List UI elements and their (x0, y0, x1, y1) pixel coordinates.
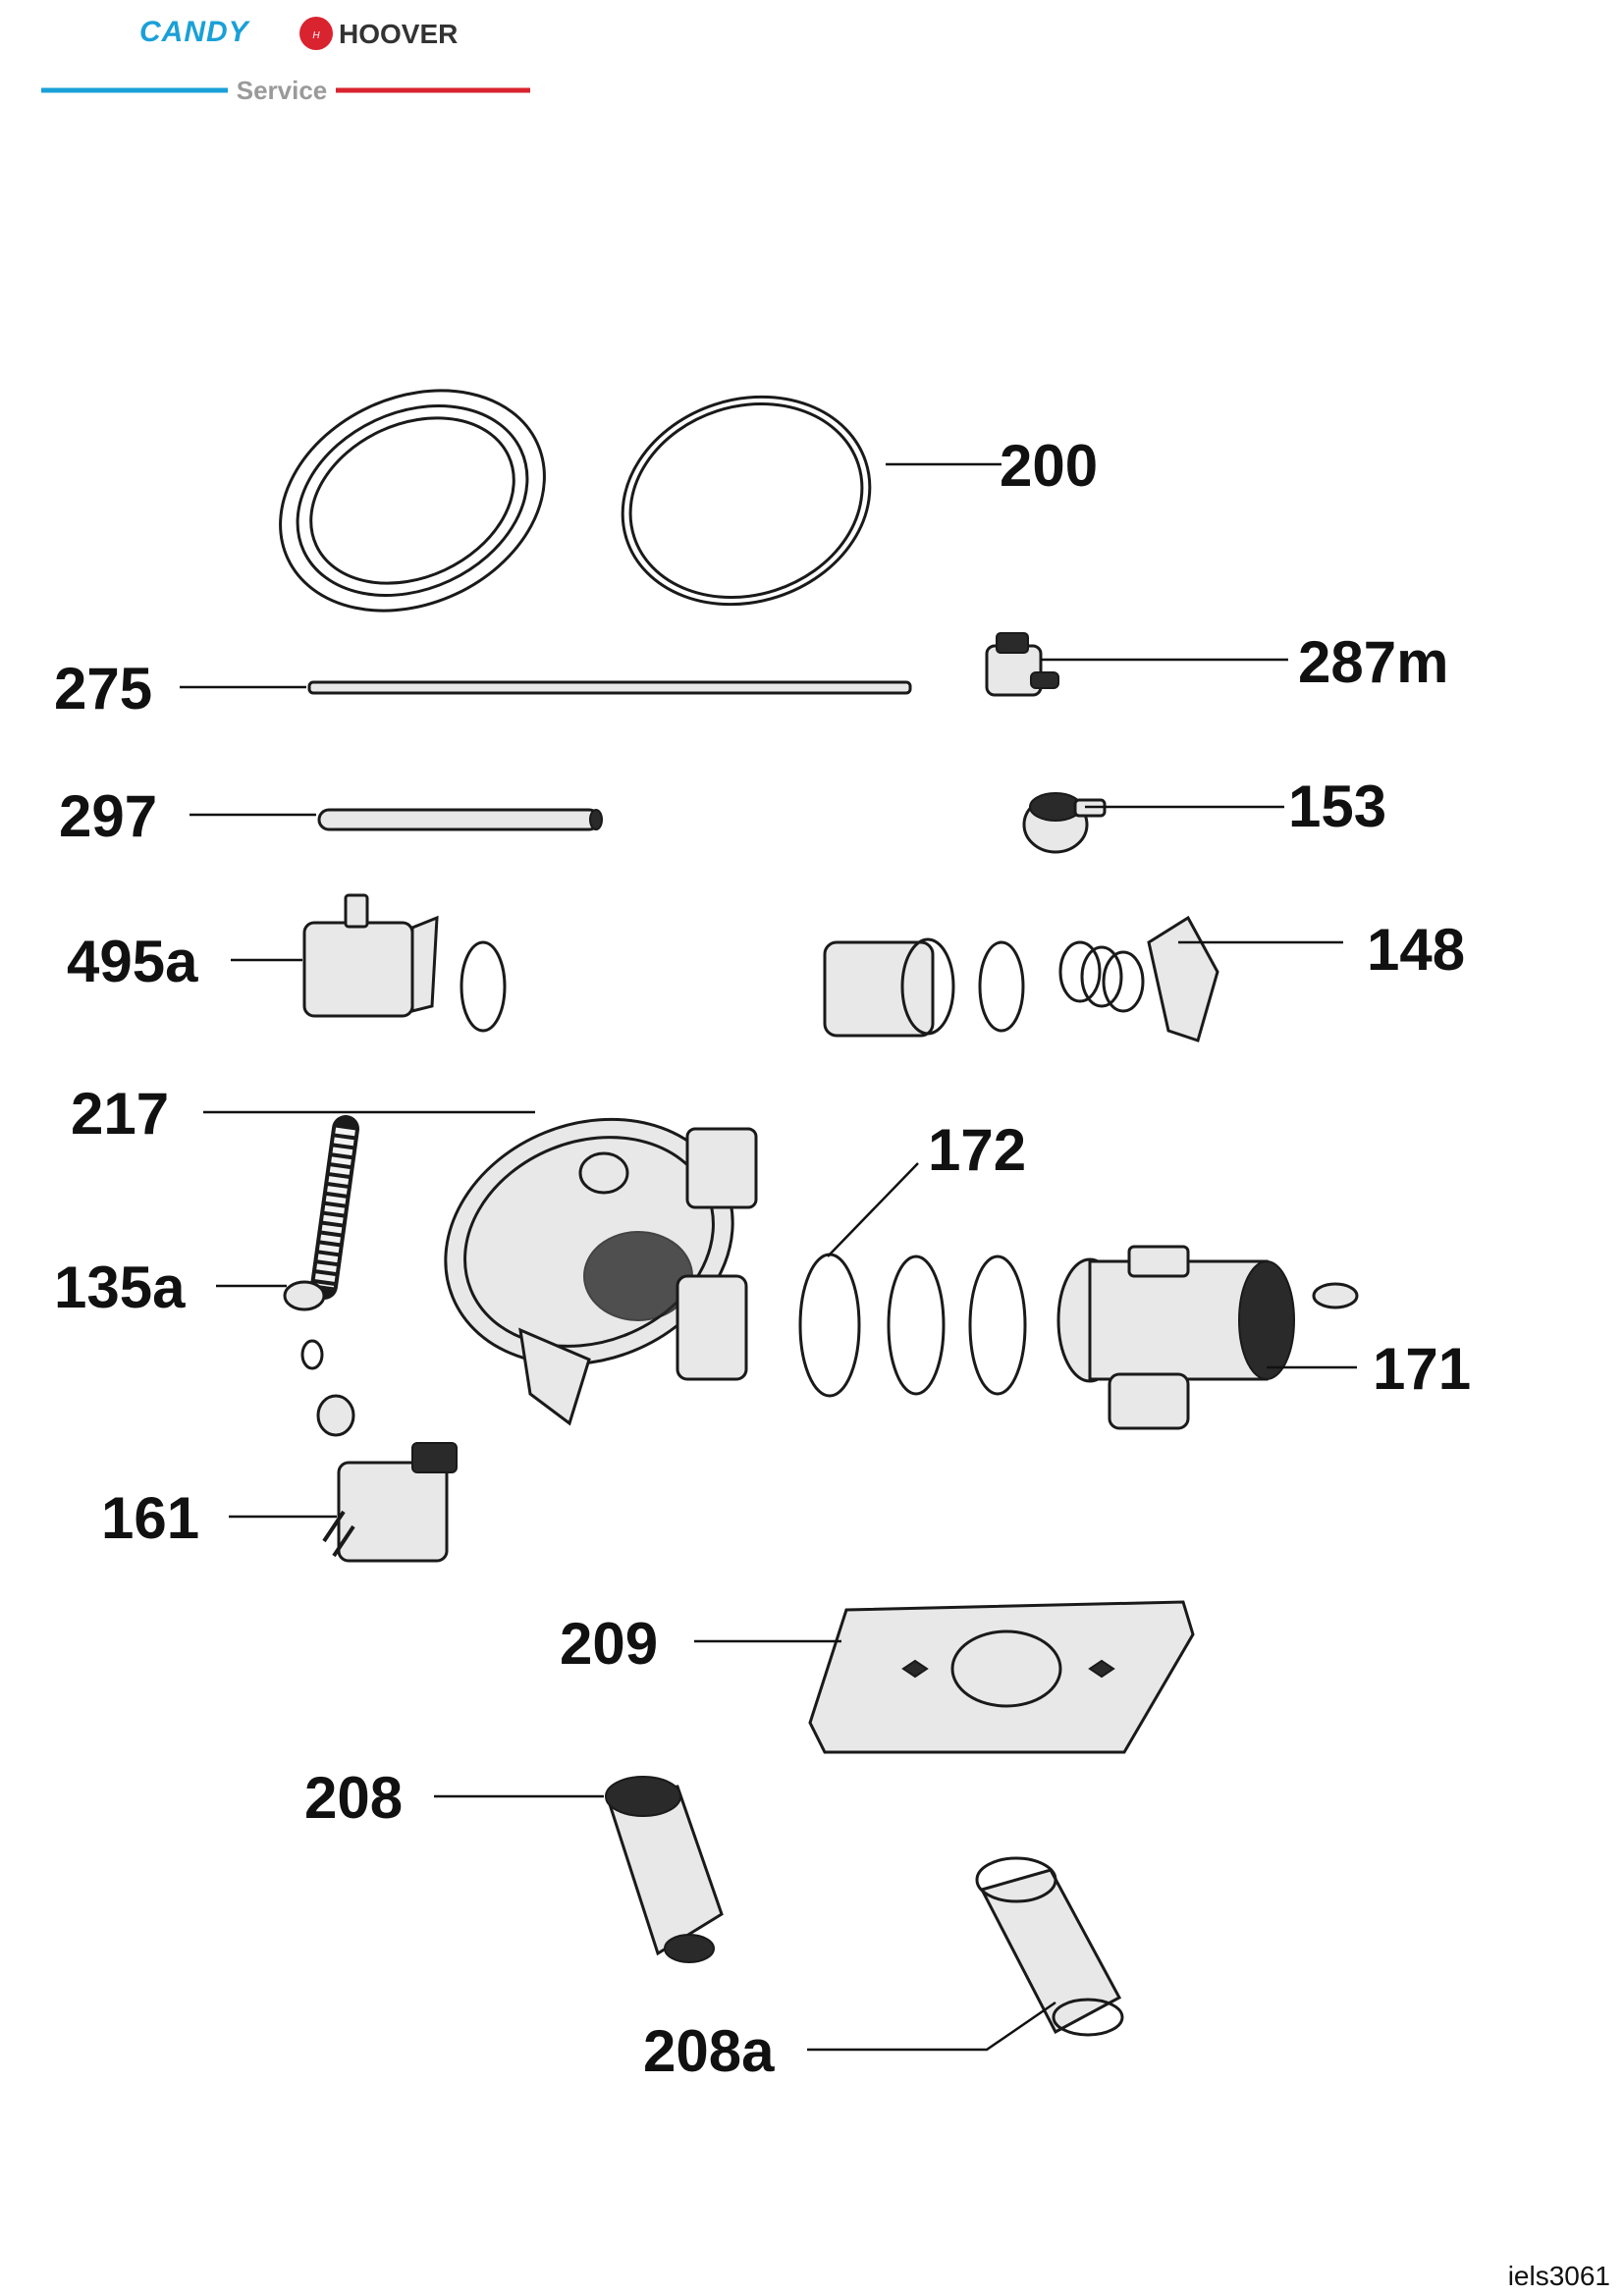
callout-148: 148 (1367, 917, 1465, 983)
callout-208: 208 (304, 1765, 403, 1831)
callout-135a: 135a (54, 1255, 186, 1320)
callout-171: 171 (1373, 1336, 1471, 1402)
callout-287m: 287m (1298, 629, 1448, 695)
part-495a-connector (302, 893, 507, 1033)
part-297-tube (317, 808, 603, 831)
part-209-filter-plate (808, 1600, 1195, 1754)
leader-208a (807, 2001, 1056, 2052)
part-135a-hose (283, 1115, 359, 1311)
brand-candy: CANDY (139, 16, 251, 48)
part-200-gasket (621, 395, 872, 607)
callout-297: 297 (59, 783, 157, 849)
part-small-clips (300, 1339, 355, 1437)
part-ring-frame (279, 389, 546, 613)
part-275-rod (307, 680, 912, 695)
callout-153: 153 (1288, 774, 1386, 839)
part-148-heater-assembly (823, 915, 1219, 1042)
leader-lines (180, 462, 1357, 2052)
callout-172: 172 (928, 1117, 1026, 1183)
part-171-pump-motor (1056, 1245, 1359, 1430)
callout-161: 161 (101, 1485, 199, 1551)
part-172-gaskets (798, 1253, 1027, 1398)
part-217-sump (444, 1117, 758, 1426)
callout-217: 217 (71, 1081, 169, 1147)
svg-text:H: H (312, 30, 320, 41)
document-id: iels3061 (1508, 2261, 1610, 2291)
brand-hoover: HOOVER (339, 19, 458, 49)
part-287m-clip (985, 632, 1059, 697)
leader-172 (827, 1162, 919, 1257)
callout-209: 209 (560, 1611, 658, 1677)
service-label: Service (237, 76, 328, 105)
brand-logo: CANDY H HOOVER Service (41, 16, 530, 105)
part-161-sensor (322, 1442, 458, 1563)
callout-200: 200 (1000, 433, 1098, 499)
callout-208a: 208a (643, 2018, 775, 2084)
part-208-filter (605, 1776, 724, 1963)
part-208a-filter (975, 1856, 1124, 2037)
callout-495a: 495a (67, 929, 198, 994)
callout-275: 275 (54, 656, 152, 721)
hoover-emblem-icon: H (299, 17, 333, 50)
callout-labels: 200 275 287m 297 153 495a 148 217 172 13… (54, 433, 1471, 2084)
part-153-valve (1022, 792, 1107, 854)
